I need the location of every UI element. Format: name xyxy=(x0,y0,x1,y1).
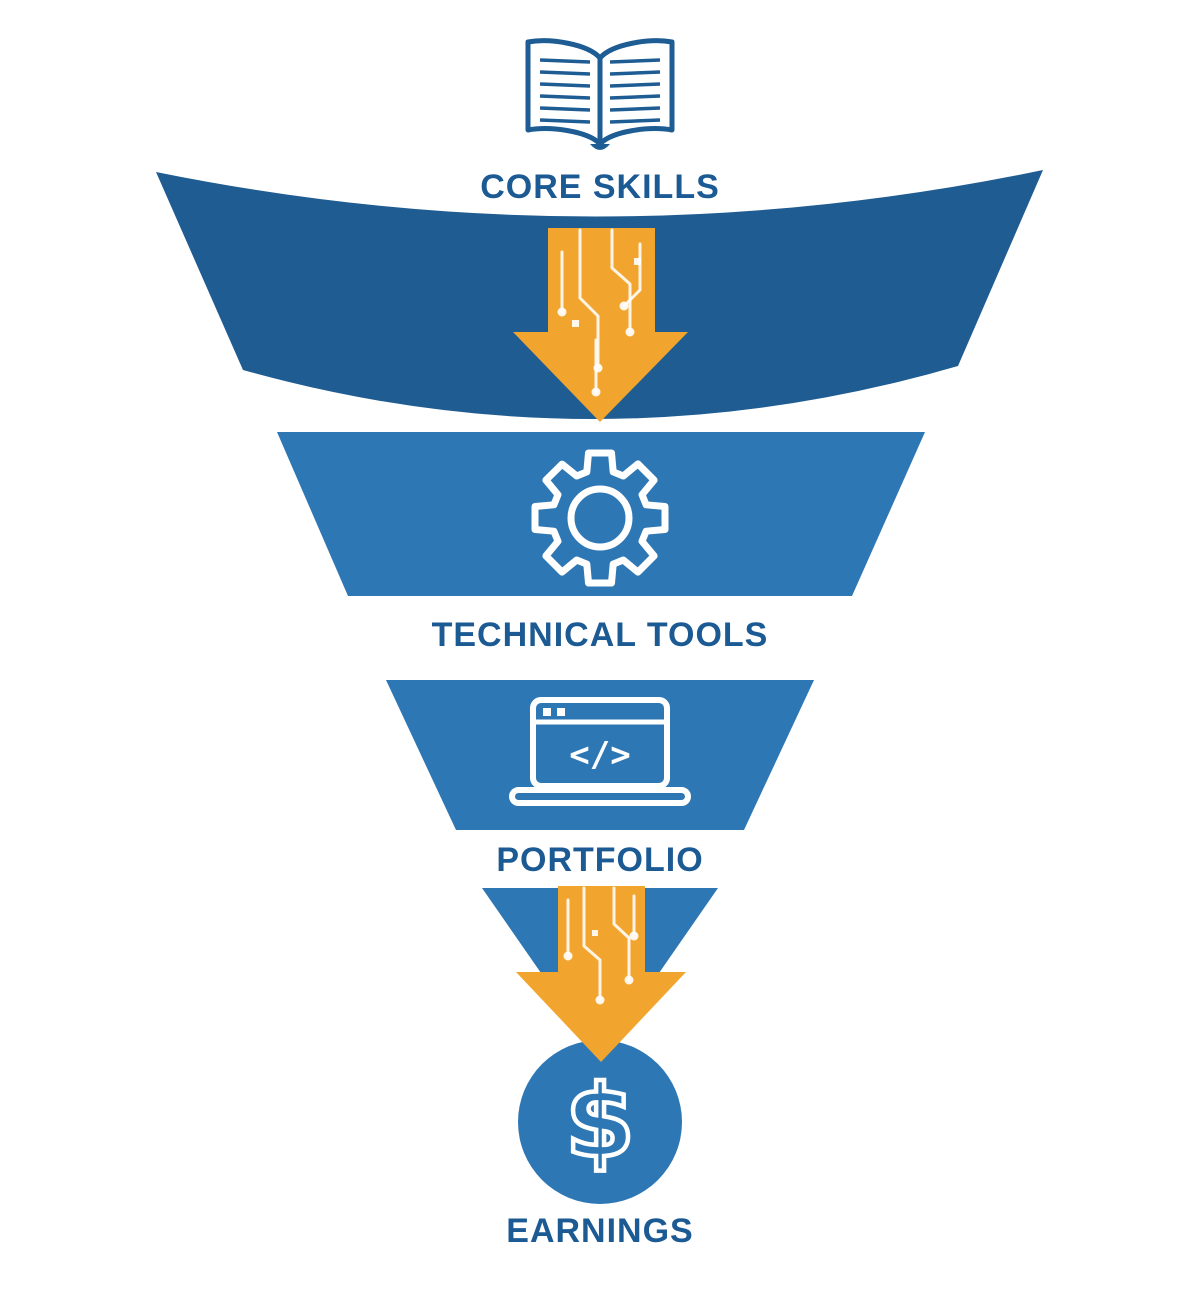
dollar-circle-icon xyxy=(518,1040,682,1204)
circuit-arrow-bottom-icon xyxy=(516,886,686,1062)
laptop-code-icon: </> xyxy=(509,697,691,806)
dollar-glyph: $ xyxy=(565,1063,635,1180)
open-book-icon xyxy=(525,38,675,150)
stage-label-portfolio: PORTFOLIO xyxy=(496,841,704,879)
funnel-segment-portfolio xyxy=(386,680,814,830)
stage-label-core-skills: CORE SKILLS xyxy=(480,168,720,206)
funnel-segment-technical-tools xyxy=(277,432,925,596)
gear-icon xyxy=(531,449,669,587)
stage-label-earnings: EARNINGS xyxy=(506,1212,694,1250)
stage-label-technical-tools: TECHNICAL TOOLS xyxy=(431,616,769,654)
circuit-arrow-top-icon xyxy=(513,228,688,422)
code-glyph: </> xyxy=(569,735,630,775)
